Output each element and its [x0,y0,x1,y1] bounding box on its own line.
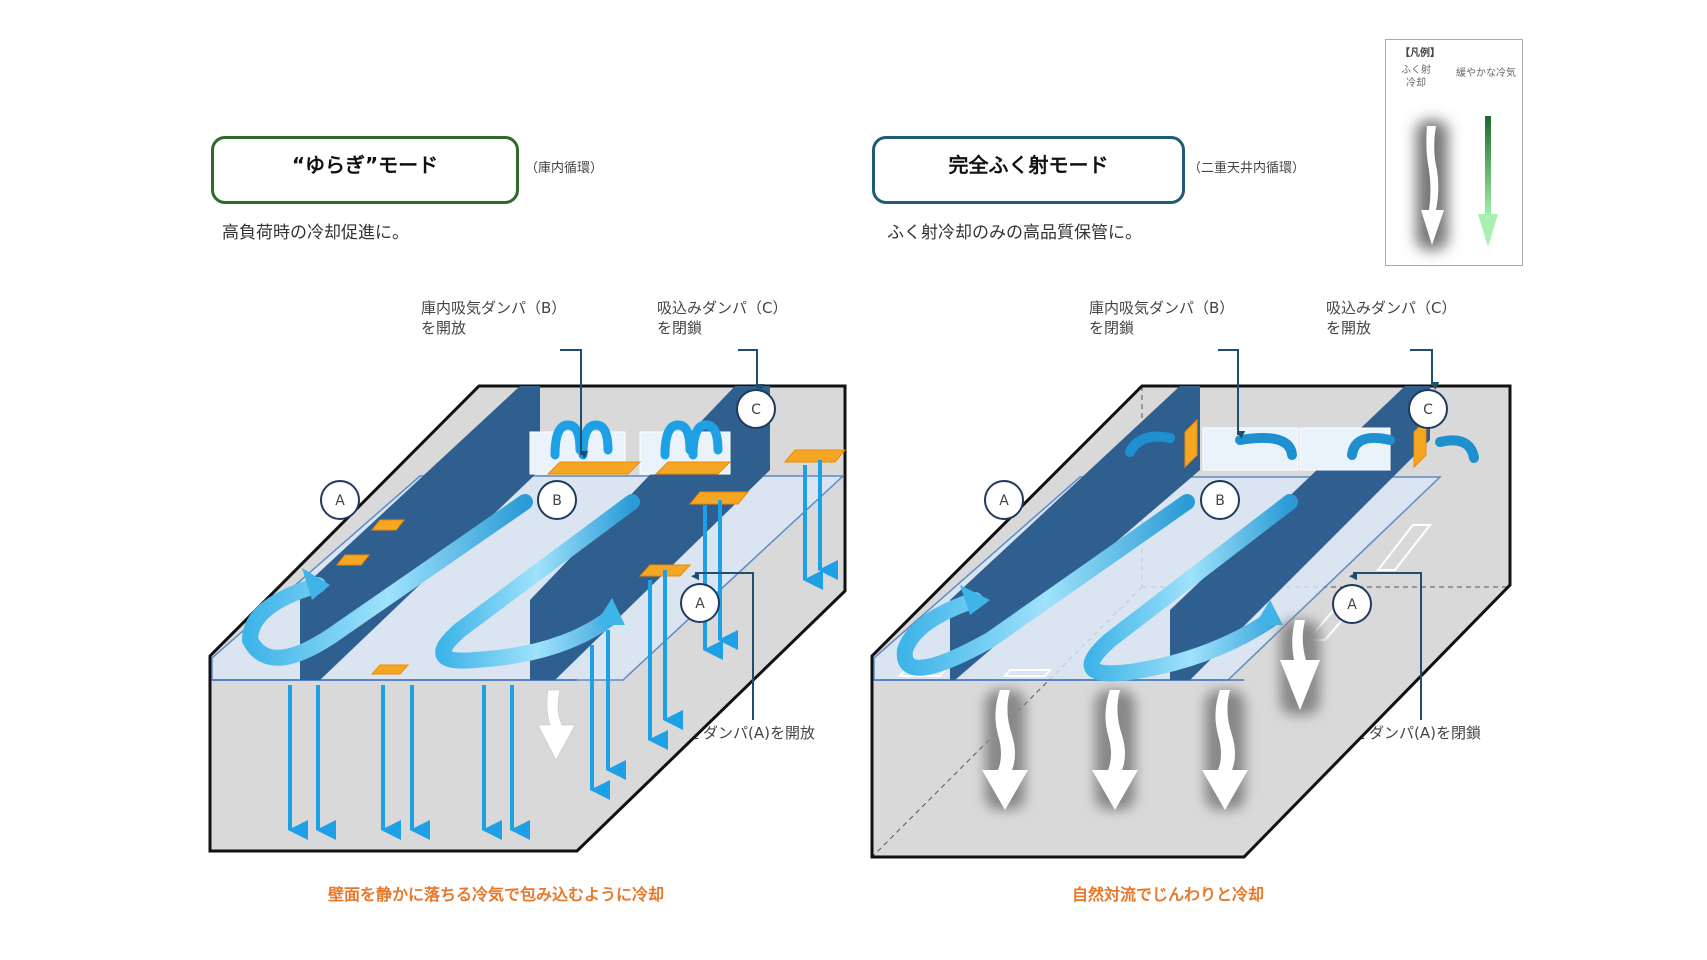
mode-box-full-radiant: 完全ふく射モード [872,136,1185,204]
mode-scope: （二重天井内循環） [1188,161,1306,176]
mode-description: ふく射冷却のみの高品質保管に。 [887,223,1142,243]
svg-text:C: C [751,402,761,418]
damper-plate-b [654,461,732,475]
green-arrow-icon [1478,116,1498,247]
duct [950,386,1200,680]
legend-box: 【凡例】 ふく射 冷却 緩やかな冷気 [1385,39,1523,266]
mode-scope: （庫内循環） [525,161,604,176]
svg-text:A: A [999,493,1009,509]
svg-text:A: A [1347,597,1357,613]
pipe-arrow-head [302,568,330,600]
caption-yuragi: 壁面を静かに落ちる冷気で包み込むように冷却 [328,885,665,904]
label-circle-c: C [1408,389,1448,429]
damper-plate-b [546,461,642,475]
label-circle-a: A [320,480,360,520]
callout-damper-c: 吸込みダンパ（C） を開放 [1326,299,1457,337]
svg-text:B: B [1215,493,1225,509]
svg-text:A: A [335,493,345,509]
room-outline [208,384,847,853]
pipe-arrow-head [960,585,990,615]
mode-box-yuragi: “ゆらぎ”モード [211,136,519,204]
cooling-coil-pipes [896,494,1298,682]
legend-title: 【凡例】 [1400,48,1440,59]
legend-label-radiant-cooling: ふく射 冷却 [1401,65,1431,89]
damper-c-open [1184,418,1198,469]
svg-text:C: C [1423,402,1433,418]
label-circle-c: C [736,389,776,429]
radiant-cooling-arrows [982,620,1320,810]
pipe-arrow-head [595,598,625,625]
ceiling-circulation-arrows [1125,431,1479,463]
cold-air-arrows [288,460,838,840]
intake-hook-arrows [550,420,723,460]
caption-full-radiant: 自然対流でじんわりと冷却 [1072,885,1265,904]
radiant-arrow [537,689,576,761]
wavy-white-arrow-icon [1416,120,1448,250]
leader-lines [560,349,765,720]
svg-text:B: B [552,493,562,509]
label-circle-a: A [984,480,1024,520]
callout-damper-b: 庫内吸気ダンパ（B） を閉鎖 [1089,299,1235,337]
legend-label-gentle-cold-air: 緩やかな冷気 [1456,68,1516,79]
room-outline [870,384,1512,859]
pipe-arrow-head [1255,600,1283,625]
label-circle-a: A [680,583,720,623]
callout-damper-c: 吸込みダンパ（C） を閉鎖 [657,299,788,337]
mode-description: 高負荷時の冷却促進に。 [222,223,409,243]
mode-title: 完全ふく射モード [948,153,1109,177]
leader-lines [1218,349,1440,720]
svg-text:A: A [695,596,705,612]
label-circle-b: B [537,480,577,520]
label-circle-b: B [1200,480,1240,520]
mode-title: “ゆらぎ”モード [291,153,439,177]
label-circle-a: A [1332,584,1372,624]
cooling-coil-pipes [241,494,640,669]
diagram-full-radiant: A B C A [870,349,1512,859]
diagram-yuragi: A B C A [208,349,847,853]
legend-icons [1416,116,1498,250]
callout-damper-b: 庫内吸気ダンパ（B） を開放 [421,299,567,337]
